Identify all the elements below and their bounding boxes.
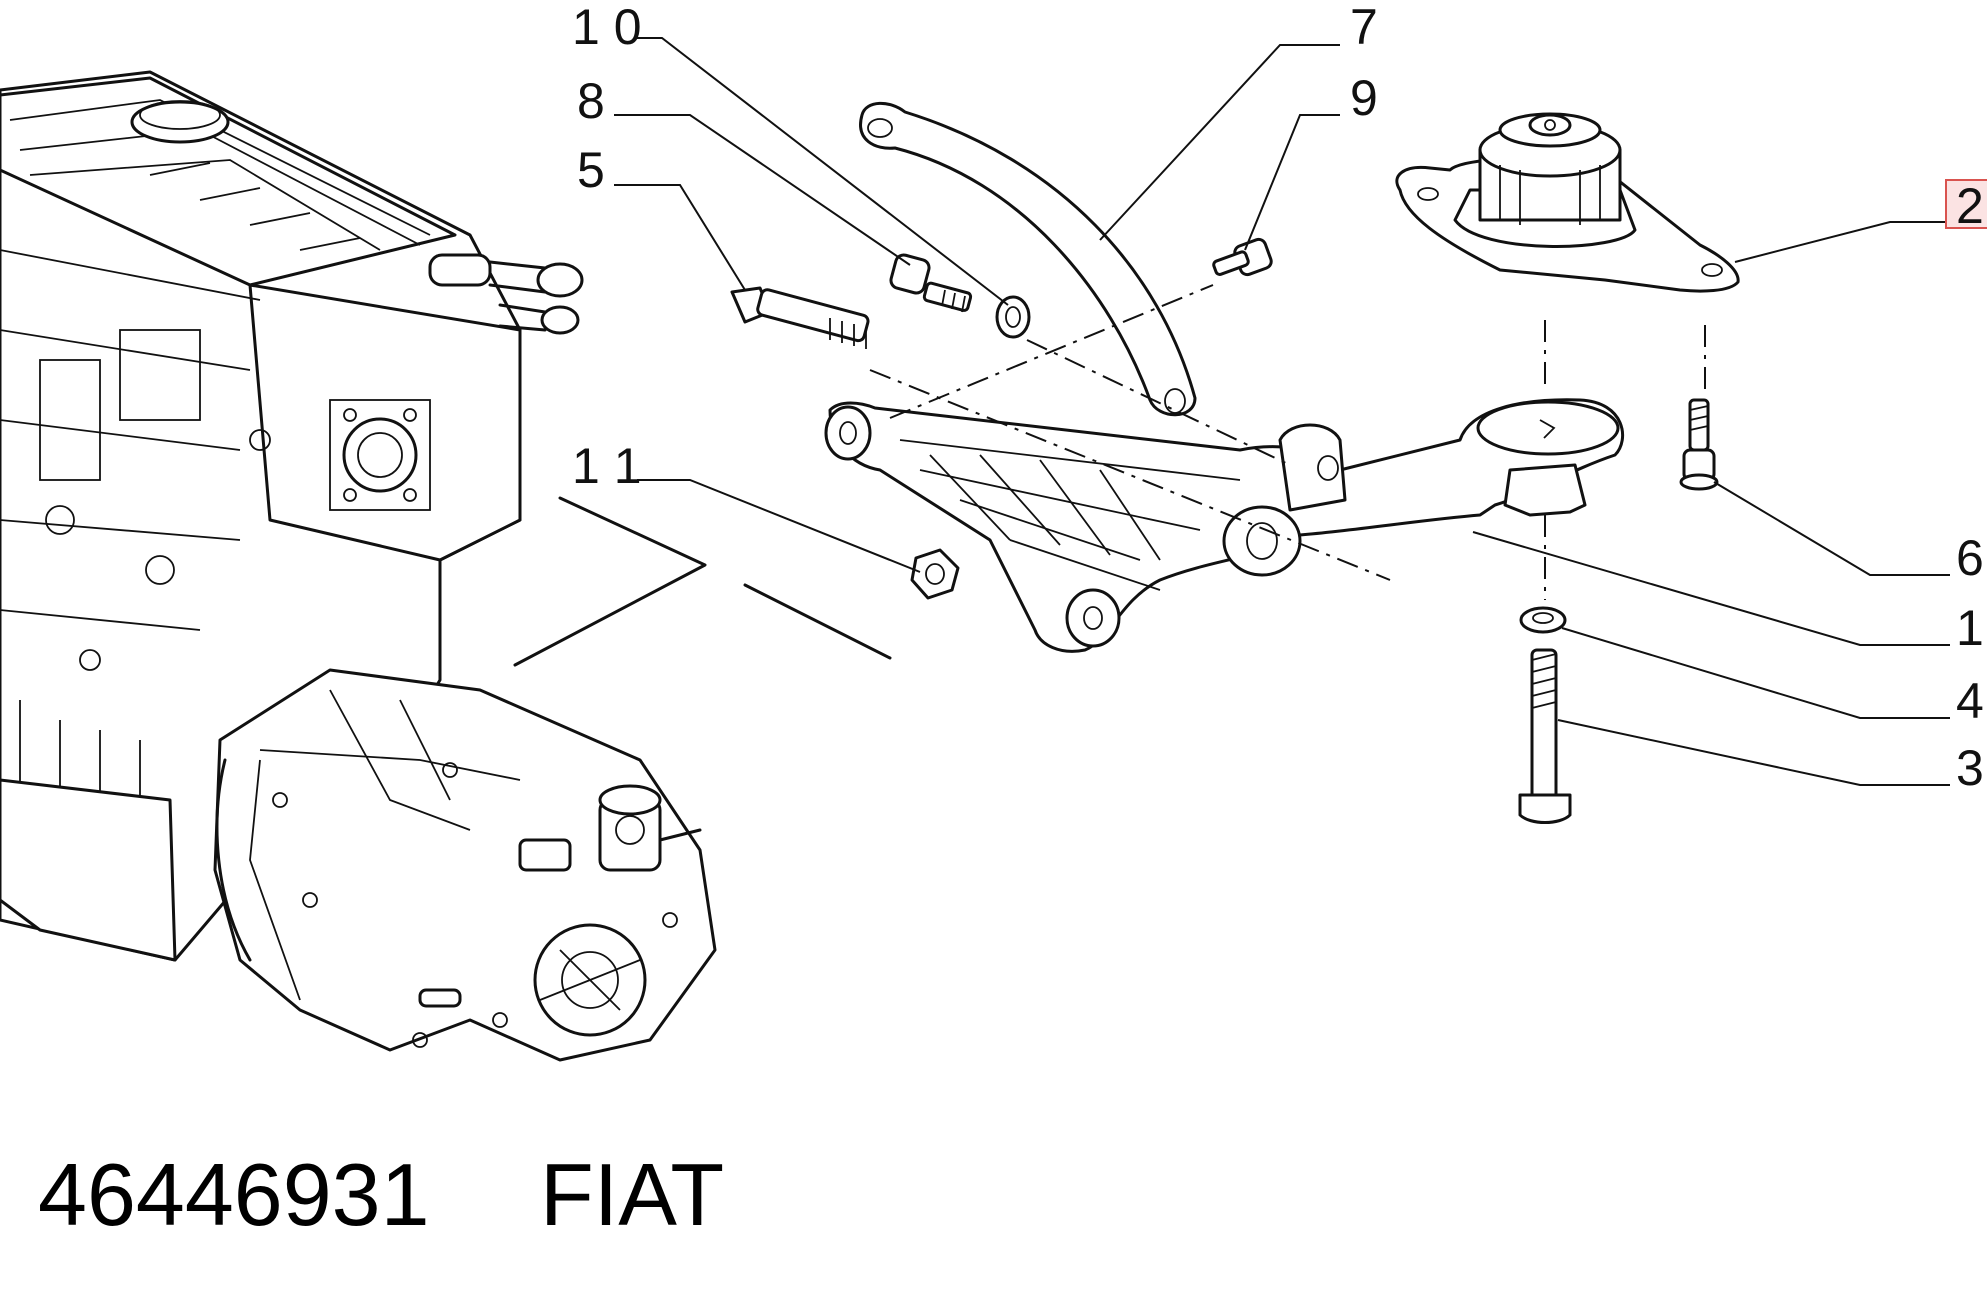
callout-7: 7 (1350, 0, 1378, 55)
brand-name: FIAT (540, 1145, 724, 1244)
part-number: 46446931 (38, 1145, 430, 1244)
bolt-8 (889, 253, 973, 313)
callout-10: 1 0 (572, 0, 642, 55)
callout-5: 5 (577, 142, 605, 198)
washer-10 (995, 295, 1031, 339)
callout-6: 6 (1956, 530, 1984, 586)
callout-9: 9 (1350, 70, 1378, 126)
gearbox (213, 668, 717, 1062)
bolt-5 (730, 286, 870, 349)
callout-11: 1 1 (572, 438, 642, 494)
tie-rod-7 (859, 101, 1197, 417)
bolt-6 (1679, 398, 1719, 491)
callout-8: 8 (577, 73, 605, 129)
callout-2[interactable]: 2 (1956, 178, 1984, 234)
callout-3: 3 (1956, 740, 1984, 796)
nut-11 (910, 548, 960, 600)
assembly-pointer (513, 496, 707, 667)
callout-1: 1 (1956, 600, 1984, 656)
washer-4 (1519, 606, 1567, 634)
bolt-9 (1212, 237, 1273, 277)
highlight-box (1945, 179, 1987, 229)
oil-cap-icon (130, 100, 230, 144)
callout-4: 4 (1956, 673, 1984, 729)
bolt-3 (1518, 648, 1572, 824)
bracket-1 (824, 398, 1624, 653)
engine-mount-2 (1395, 112, 1740, 293)
